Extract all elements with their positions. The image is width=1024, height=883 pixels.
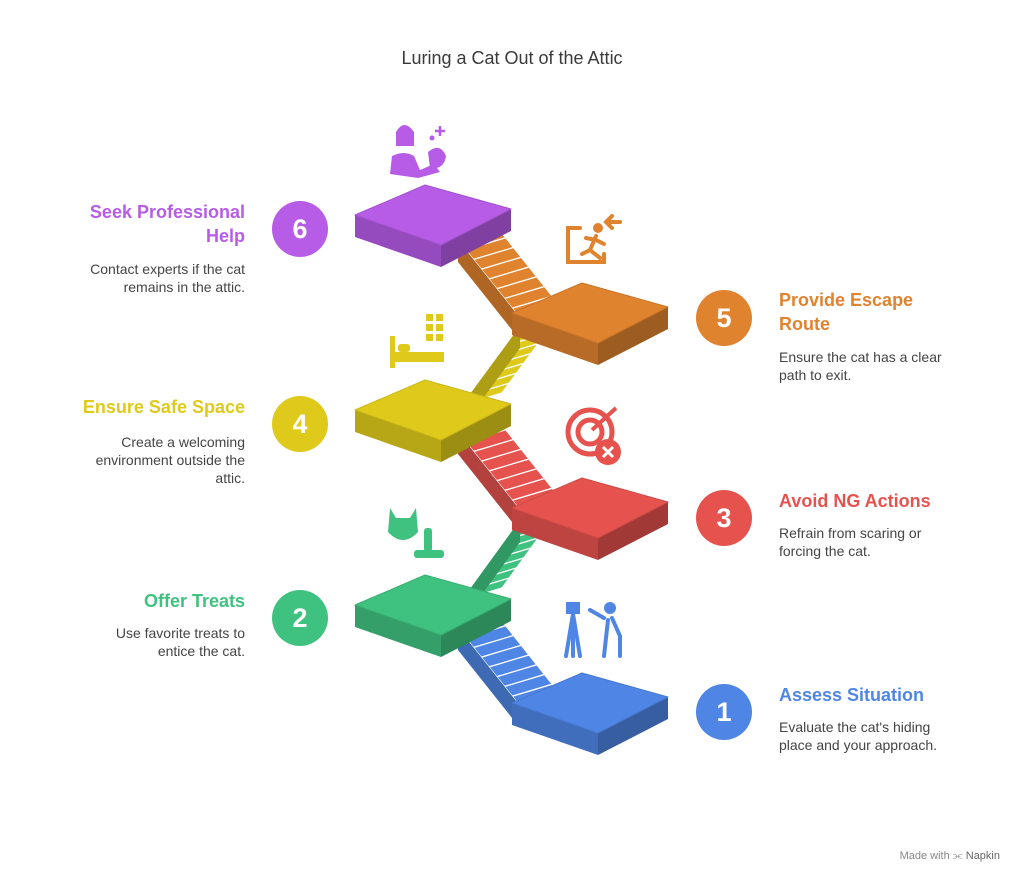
- stairs-2-1-stringer: [458, 628, 520, 728]
- step-3-title: Avoid NG Actions: [779, 491, 931, 511]
- bed-frame: [390, 352, 444, 362]
- sparkle-dot: [429, 135, 435, 141]
- landing-6-side-right: [441, 209, 511, 267]
- bed-pillow: [398, 344, 410, 352]
- building-window: [436, 314, 443, 321]
- step-2-badge: 2: [272, 590, 328, 646]
- professional-icon: [390, 125, 446, 178]
- surveyor-head: [604, 602, 616, 614]
- bed-building-icon: [390, 314, 444, 368]
- surveyor-body: [588, 608, 622, 658]
- person-body: [390, 153, 440, 178]
- flask: [428, 147, 446, 169]
- landing-2-side-left: [355, 605, 441, 657]
- building-window: [436, 324, 443, 331]
- target-ring-inner: [575, 417, 605, 447]
- building-window: [436, 334, 443, 341]
- landing-1: [511, 672, 669, 755]
- exit-arrow: [603, 214, 622, 230]
- landing-3-side-left: [512, 508, 598, 560]
- building-window: [426, 334, 433, 341]
- step-4-badge: 4: [272, 396, 328, 452]
- landing-5: [511, 282, 669, 365]
- napkin-logo-icon: ⫘: [952, 850, 963, 862]
- landing-3: [511, 477, 669, 560]
- landing-1-top: [511, 672, 669, 734]
- step-1-badge: 1: [696, 684, 752, 740]
- landing-2-side-right: [441, 599, 511, 657]
- step-2-title: Offer Treats: [143, 591, 245, 611]
- target-ring-outer: [565, 407, 615, 457]
- surveyor-icon: [564, 602, 622, 658]
- landing-4: [354, 379, 512, 462]
- cat-head: [388, 508, 418, 540]
- treat-post: [424, 528, 432, 552]
- stairs-6-5-stringer: [458, 240, 520, 340]
- step-3-badge: 3: [696, 490, 752, 546]
- landing-6-top: [354, 184, 512, 246]
- target-arrow: [590, 406, 618, 432]
- landing-5-side-right: [598, 307, 668, 365]
- building-window: [426, 324, 433, 331]
- sparkle-plus: [435, 126, 445, 136]
- step-1-title: Assess Situation: [779, 685, 925, 705]
- step-5-badge: 5: [696, 290, 752, 346]
- landing-4-side-right: [441, 404, 511, 462]
- footer-credit: Made with ⫘ Napkin: [899, 850, 1000, 862]
- runner-body: [580, 234, 606, 260]
- landing-5-side-left: [512, 313, 598, 365]
- cancel-x: [601, 445, 615, 459]
- landing-2-top: [354, 574, 512, 636]
- treat-base: [414, 550, 444, 558]
- landing-1-side-right: [598, 697, 668, 755]
- landing-5-top: [511, 282, 669, 344]
- step-4-title: Ensure Safe Space: [82, 397, 245, 417]
- person-head: [396, 125, 414, 146]
- exit-icon: [566, 214, 622, 264]
- landing-6-side-left: [355, 215, 441, 267]
- landing-6: [354, 184, 512, 267]
- surveyor-camera: [566, 602, 580, 614]
- target-cancel-icon: [565, 406, 621, 465]
- step-6-badge: 6: [272, 201, 328, 257]
- landing-3-top: [511, 477, 669, 539]
- cat-treat-icon: [388, 508, 444, 558]
- landing-3-side-right: [598, 502, 668, 560]
- runner-head: [593, 223, 603, 233]
- building-window: [426, 314, 433, 321]
- landing-1-side-left: [512, 703, 598, 755]
- landing-2: [354, 574, 512, 657]
- page-title: Luring a Cat Out of the Attic: [401, 48, 623, 68]
- landing-4-top: [354, 379, 512, 441]
- landing-4-side-left: [355, 410, 441, 462]
- surveyor-tripod: [564, 612, 582, 658]
- exit-door: [566, 226, 606, 264]
- stairs-4-3-stringer: [458, 432, 520, 532]
